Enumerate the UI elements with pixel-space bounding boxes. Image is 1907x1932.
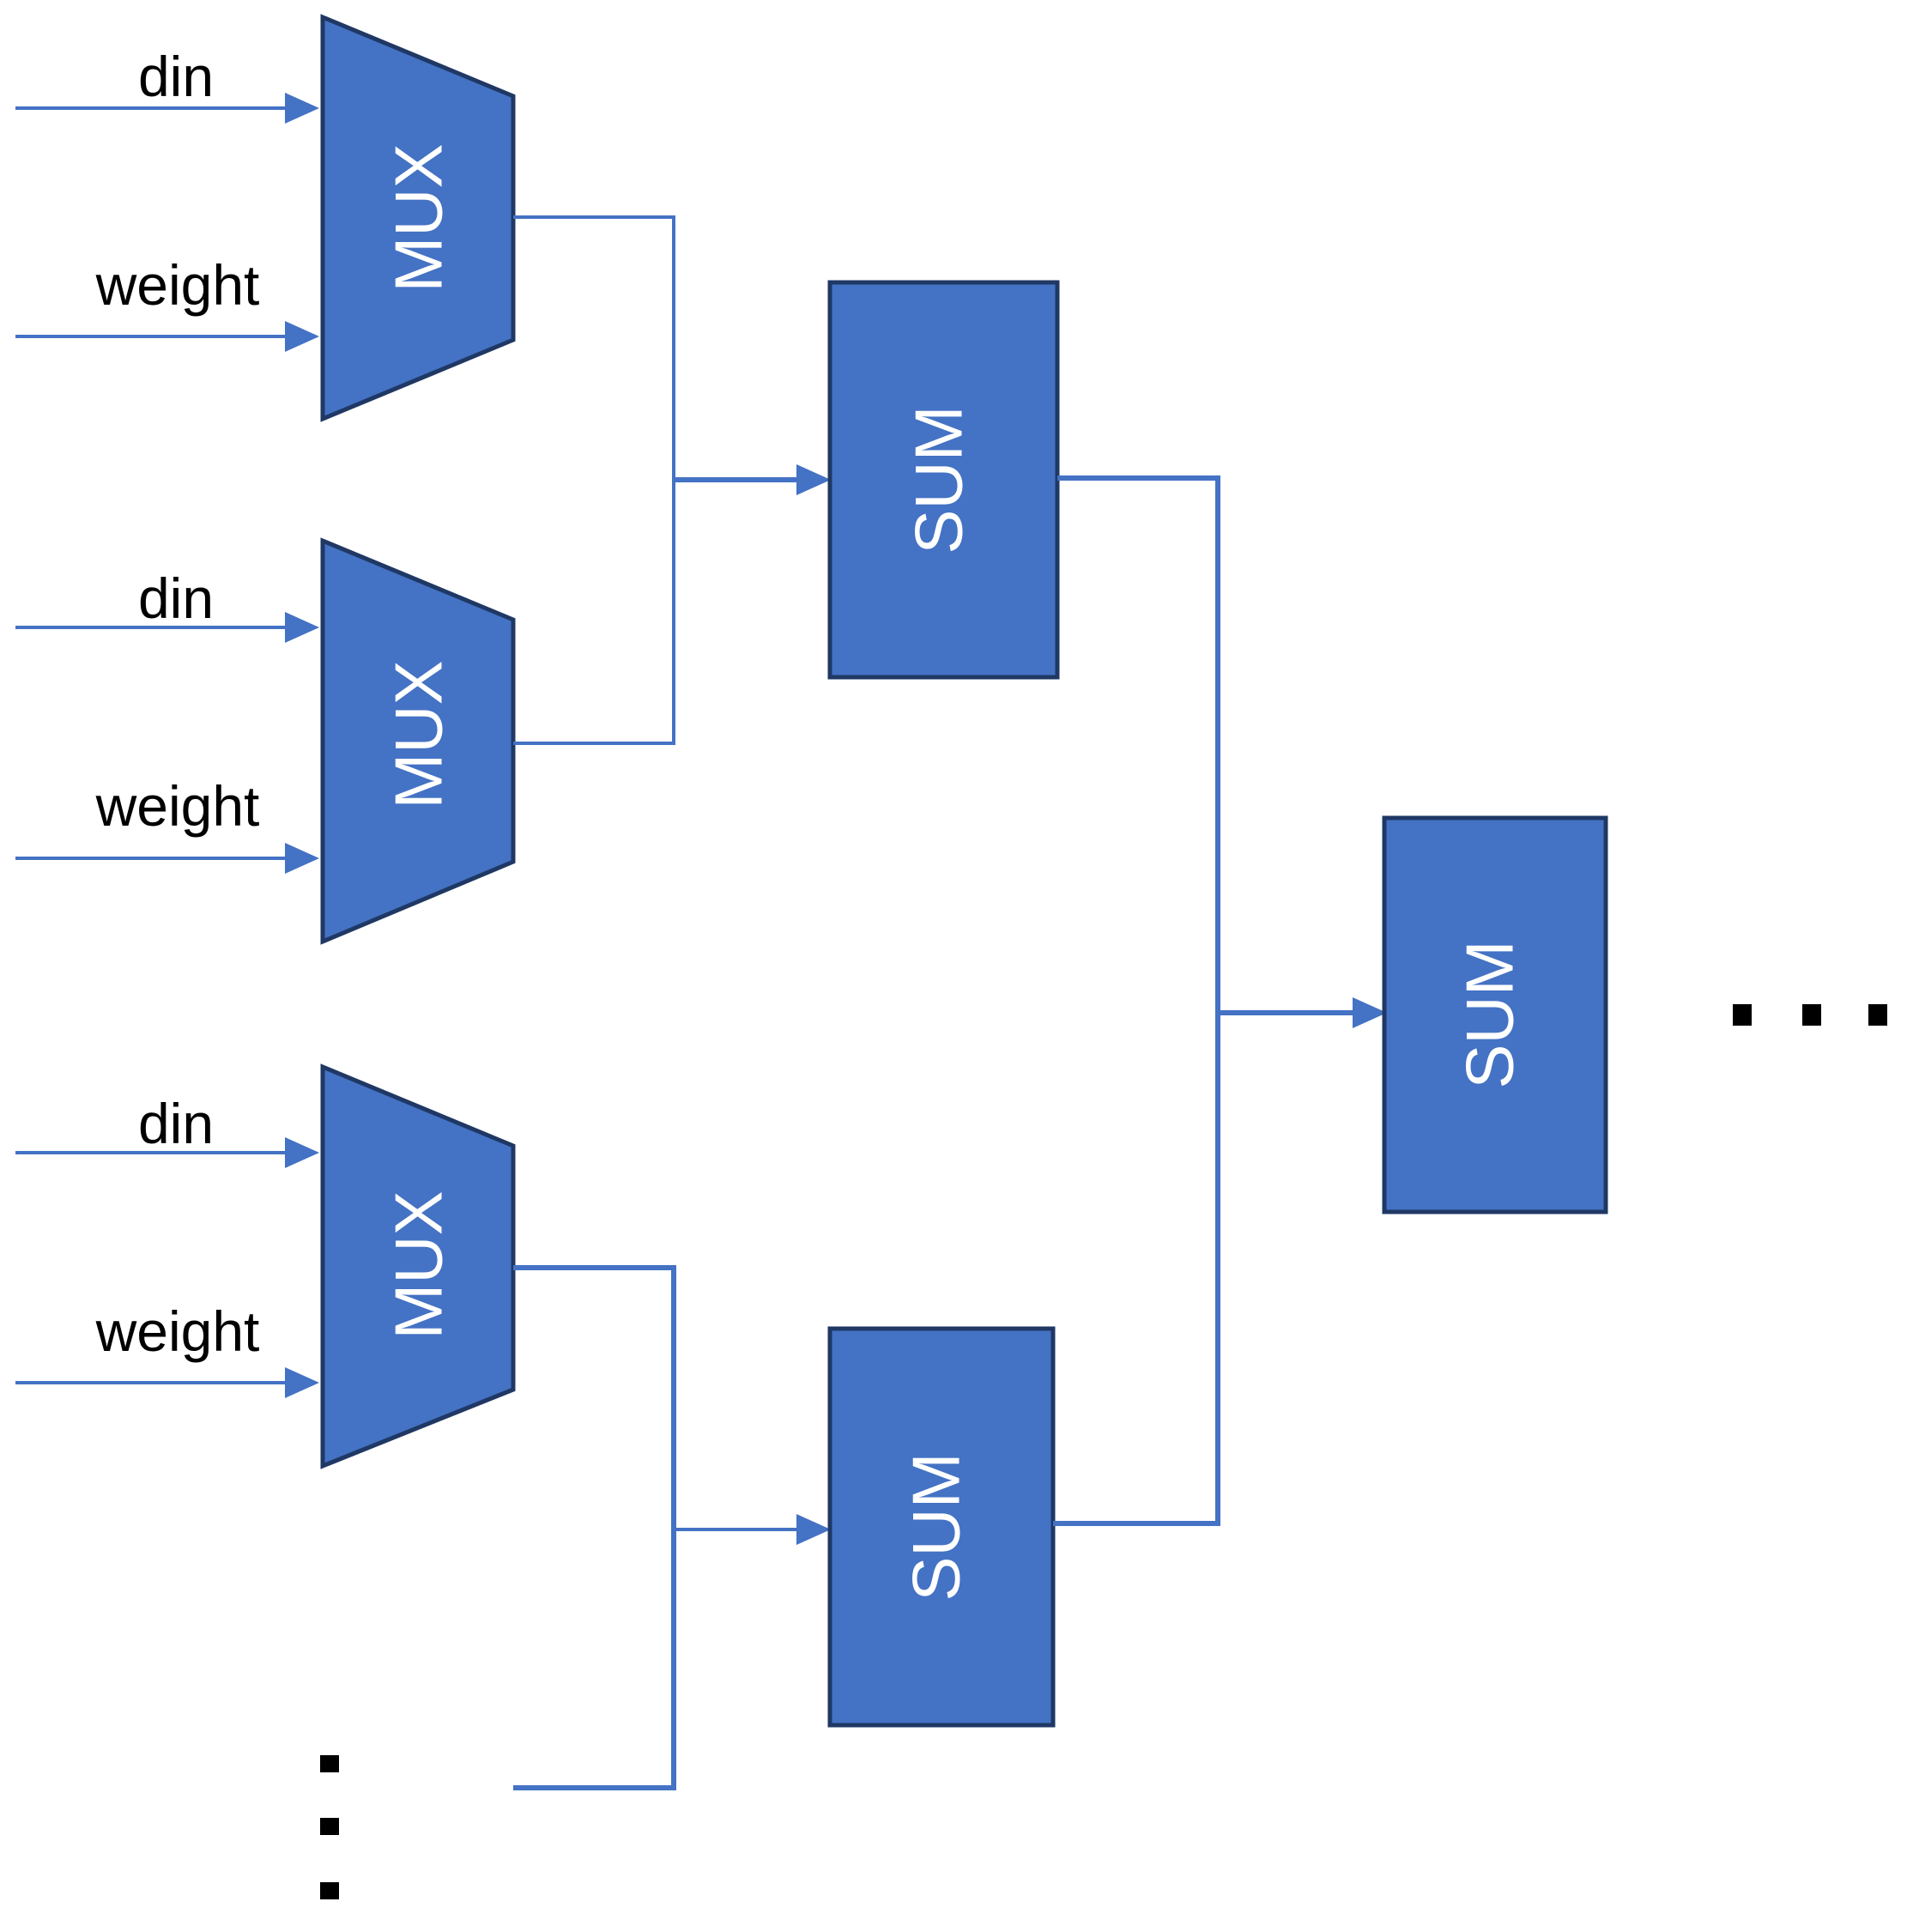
sum2-input-arrowhead — [796, 1514, 831, 1545]
vertical-dot-3 — [320, 1882, 339, 1899]
mux-unit-1: din weight MUX — [15, 14, 516, 422]
mux-label-3: MUX — [381, 1190, 457, 1339]
mux-block-3 — [320, 1063, 516, 1469]
mux-unit-2: din weight MUX — [15, 537, 516, 945]
din-arrowhead-3 — [285, 1137, 319, 1168]
mux-to-sum-wires — [513, 215, 831, 1790]
sum1-input-arrowhead — [796, 464, 831, 495]
mux-label-1: MUX — [381, 143, 457, 292]
mux-label-2: MUX — [381, 660, 457, 809]
merge-wire-bottom — [513, 1265, 676, 1790]
horizontal-dot-1 — [1733, 1004, 1752, 1026]
sum-box-3 — [1382, 815, 1608, 1214]
din-label-2: din — [138, 566, 214, 630]
weight-label-2: weight — [95, 774, 260, 838]
vertical-dot-1 — [320, 1755, 339, 1772]
merge-wire-sum — [1053, 475, 1220, 1526]
vertical-continuation-dots — [320, 1755, 339, 1899]
merge-wire-top — [513, 215, 675, 745]
sum-label-1: SUM — [901, 405, 977, 554]
sum-to-sum-wires — [1053, 475, 1387, 1526]
horizontal-dot-2 — [1802, 1004, 1821, 1026]
sum-label-3: SUM — [1452, 940, 1528, 1088]
weight-label-3: weight — [95, 1299, 260, 1363]
horizontal-continuation-dots — [1733, 1004, 1887, 1026]
weight-arrowhead-3 — [285, 1367, 319, 1398]
weight-arrowhead-2 — [285, 843, 319, 874]
din-arrowhead-1 — [285, 93, 319, 124]
mux-block-1 — [320, 14, 516, 422]
sum-label-2: SUM — [899, 1452, 974, 1601]
mux-unit-3: din weight MUX — [15, 1063, 516, 1469]
sum-block-level1-bottom: SUM — [827, 1326, 1056, 1728]
sum-block-level2: SUM — [1382, 815, 1608, 1214]
vertical-dot-2 — [320, 1818, 339, 1835]
sum-box-2 — [827, 1326, 1056, 1728]
weight-label-1: weight — [95, 253, 260, 317]
sum-box-1 — [827, 280, 1060, 680]
mux-block-2 — [320, 537, 516, 945]
din-arrowhead-2 — [285, 612, 319, 643]
sum3-input-arrowhead — [1353, 997, 1387, 1028]
din-label-3: din — [138, 1092, 214, 1155]
weight-arrowhead-1 — [285, 321, 319, 352]
sum-block-level1-top: SUM — [827, 280, 1060, 680]
horizontal-dot-3 — [1868, 1004, 1887, 1026]
din-label-1: din — [138, 45, 214, 108]
